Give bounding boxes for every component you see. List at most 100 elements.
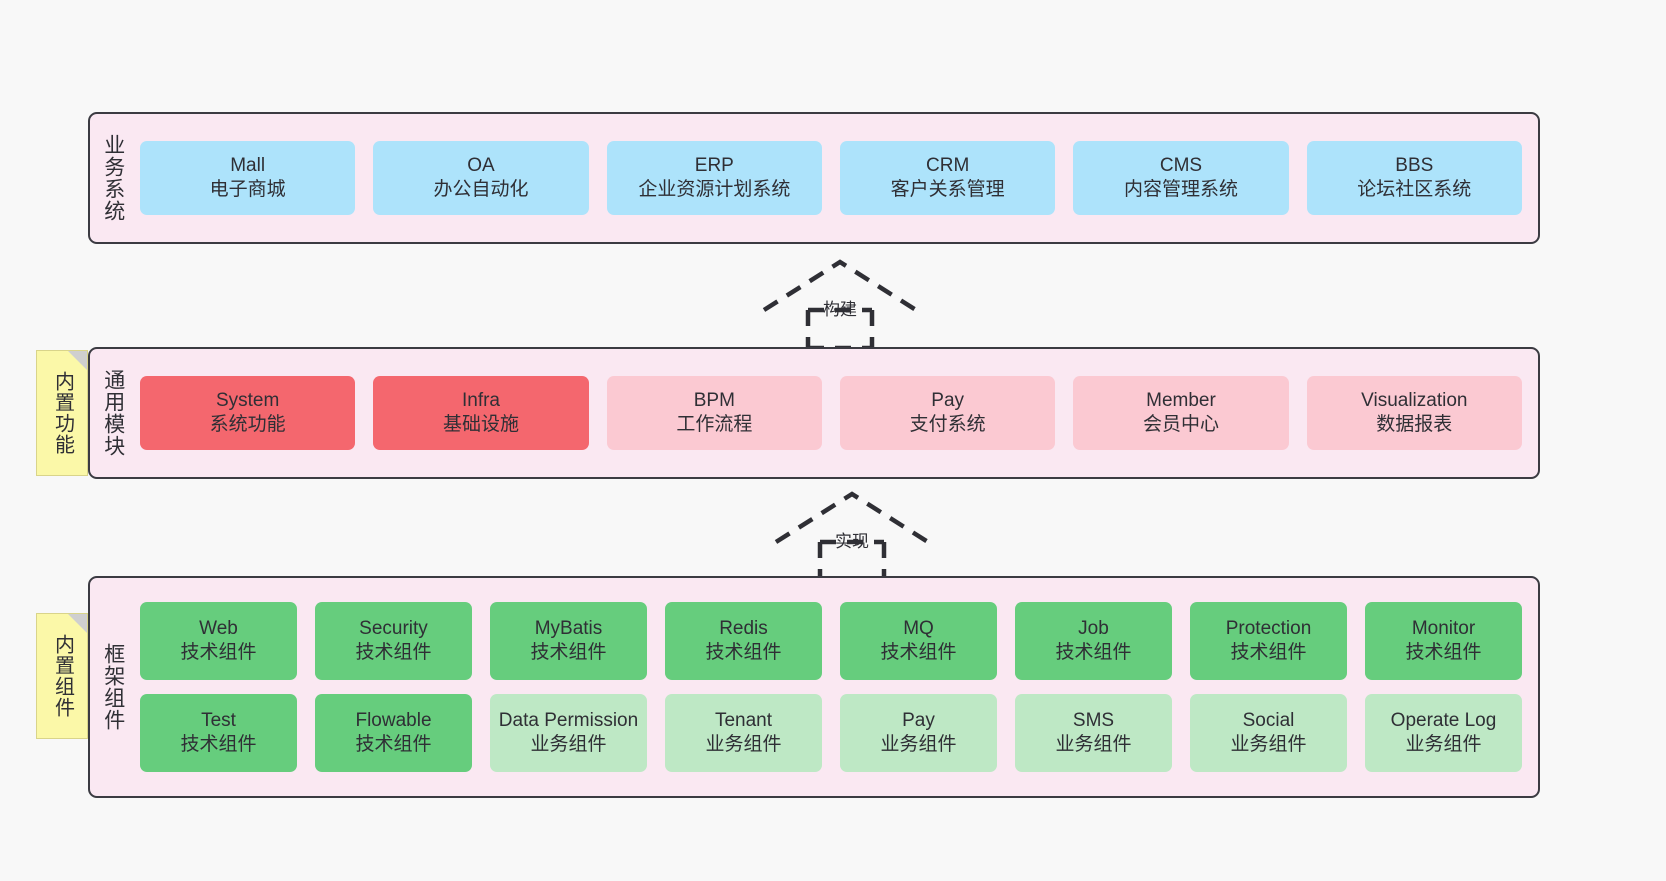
panel-framework-components-label: 框架组件 (101, 643, 125, 731)
node-pay-module-cn: 支付系统 (909, 414, 986, 435)
node-mall-cn: 电子商城 (209, 179, 286, 200)
arrow-implement: 实现 (772, 490, 932, 583)
node-oa-cn: 办公自动化 (433, 179, 529, 200)
framework-business-row: Test 技术组件 Flowable 技术组件 Data Permission … (140, 694, 1522, 772)
panel-business-systems-body: Mall 电子商城 OA 办公自动化 ERP 企业资源计划系统 CRM 客户关系… (136, 114, 1538, 242)
common-modules-row: System 系统功能 Infra 基础设施 BPM 工作流程 Pay 支付系统… (140, 376, 1522, 450)
node-erp[interactable]: ERP 企业资源计划系统 (606, 141, 822, 215)
node-mall-en: Mall (230, 154, 266, 176)
node-oa[interactable]: OA 办公自动化 (373, 141, 589, 215)
node-visualization-en: Visualization (1361, 389, 1468, 411)
node-protection-en: Protection (1225, 617, 1312, 639)
node-pay-module[interactable]: Pay 支付系统 (839, 376, 1056, 450)
node-redis[interactable]: Redis 技术组件 (665, 602, 822, 680)
node-member-cn: 会员中心 (1142, 414, 1219, 435)
panel-framework-components-body: Web 技术组件 Security 技术组件 MyBatis 技术组件 Redi… (136, 578, 1538, 796)
node-data-permission[interactable]: Data Permission 业务组件 (490, 694, 647, 772)
node-sms-en: SMS (1072, 709, 1115, 731)
node-pay-component[interactable]: Pay 业务组件 (840, 694, 997, 772)
node-monitor-cn: 技术组件 (1405, 642, 1482, 663)
node-bpm[interactable]: BPM 工作流程 (606, 376, 822, 450)
node-redis-cn: 技术组件 (705, 642, 782, 663)
arrow-implement-label: 实现 (835, 532, 869, 551)
node-pay-component-en: Pay (902, 709, 935, 731)
panel-common-modules-body: System 系统功能 Infra 基础设施 BPM 工作流程 Pay 支付系统… (136, 349, 1538, 477)
node-bpm-cn: 工作流程 (676, 414, 753, 435)
note-builtin-functions: 内置功能 (36, 350, 88, 476)
node-infra[interactable]: Infra 基础设施 (373, 376, 589, 450)
node-web[interactable]: Web 技术组件 (140, 602, 297, 680)
node-erp-en: ERP (694, 154, 734, 176)
node-crm[interactable]: CRM 客户关系管理 (839, 141, 1056, 215)
node-pay-module-en: Pay (931, 389, 965, 411)
node-tenant-cn: 业务组件 (705, 734, 782, 755)
node-social[interactable]: Social 业务组件 (1190, 694, 1347, 772)
node-infra-en: Infra (461, 389, 500, 411)
arrow-build-label: 构建 (823, 300, 857, 319)
node-tenant[interactable]: Tenant 业务组件 (665, 694, 822, 772)
node-cms[interactable]: CMS 内容管理系统 (1073, 141, 1289, 215)
node-mq[interactable]: MQ 技术组件 (840, 602, 997, 680)
node-social-en: Social (1242, 709, 1295, 731)
node-operate-log[interactable]: Operate Log 业务组件 (1365, 694, 1522, 772)
framework-tech-row: Web 技术组件 Security 技术组件 MyBatis 技术组件 Redi… (140, 602, 1522, 680)
node-sms-cn: 业务组件 (1055, 734, 1132, 755)
node-infra-cn: 基础设施 (442, 414, 519, 435)
node-crm-cn: 客户关系管理 (890, 179, 1005, 200)
panel-business-systems-label: 业务系统 (101, 134, 125, 222)
node-mybatis-cn: 技术组件 (530, 642, 607, 663)
node-monitor-en: Monitor (1411, 617, 1476, 639)
note-fold-icon (68, 351, 87, 370)
note-builtin-components: 内置组件 (36, 613, 88, 739)
node-mq-cn: 技术组件 (880, 642, 957, 663)
node-system-cn: 系统功能 (209, 414, 286, 435)
node-test[interactable]: Test 技术组件 (140, 694, 297, 772)
node-sms[interactable]: SMS 业务组件 (1015, 694, 1172, 772)
node-flowable-cn: 技术组件 (355, 734, 432, 755)
node-test-cn: 技术组件 (180, 734, 257, 755)
node-data-permission-en: Data Permission (498, 709, 639, 731)
node-job-en: Job (1078, 617, 1109, 639)
node-bpm-en: BPM (693, 389, 735, 411)
node-visualization[interactable]: Visualization 数据报表 (1306, 376, 1522, 450)
node-system[interactable]: System 系统功能 (140, 376, 356, 450)
node-mall[interactable]: Mall 电子商城 (140, 141, 356, 215)
node-social-cn: 业务组件 (1230, 734, 1307, 755)
panel-common-modules: 通用模块 System 系统功能 Infra 基础设施 BPM 工作流程 Pay… (88, 347, 1540, 479)
node-mybatis[interactable]: MyBatis 技术组件 (490, 602, 647, 680)
panel-framework-components: 框架组件 Web 技术组件 Security 技术组件 MyBatis 技术组件… (88, 576, 1540, 798)
node-mybatis-en: MyBatis (534, 617, 603, 639)
note-builtin-components-label: 内置组件 (51, 634, 74, 718)
node-erp-cn: 企业资源计划系统 (638, 179, 791, 200)
node-bbs-en: BBS (1395, 154, 1434, 176)
note-builtin-functions-label: 内置功能 (51, 371, 74, 455)
note-fold-icon (68, 614, 87, 633)
node-crm-en: CRM (926, 154, 970, 176)
node-test-en: Test (201, 709, 236, 731)
node-mq-en: MQ (903, 617, 934, 639)
node-protection[interactable]: Protection 技术组件 (1190, 602, 1347, 680)
node-member-en: Member (1146, 389, 1216, 411)
node-member[interactable]: Member 会员中心 (1073, 376, 1289, 450)
node-protection-cn: 技术组件 (1230, 642, 1307, 663)
node-system-en: System (215, 389, 280, 411)
node-bbs-cn: 论坛社区系统 (1357, 179, 1472, 200)
node-cms-cn: 内容管理系统 (1123, 179, 1238, 200)
node-security[interactable]: Security 技术组件 (315, 602, 472, 680)
node-tenant-en: Tenant (714, 709, 773, 731)
node-security-en: Security (359, 617, 428, 639)
node-pay-component-cn: 业务组件 (880, 734, 957, 755)
node-flowable-en: Flowable (355, 709, 432, 731)
panel-business-systems: 业务系统 Mall 电子商城 OA 办公自动化 ERP 企业资源计划系统 CRM… (88, 112, 1540, 244)
node-bbs[interactable]: BBS 论坛社区系统 (1306, 141, 1522, 215)
arrow-build: 构建 (760, 258, 920, 351)
node-web-en: Web (199, 617, 238, 639)
node-redis-en: Redis (719, 617, 768, 639)
node-monitor[interactable]: Monitor 技术组件 (1365, 602, 1522, 680)
node-operate-log-cn: 业务组件 (1405, 734, 1482, 755)
node-job[interactable]: Job 技术组件 (1015, 602, 1172, 680)
panel-common-modules-label: 通用模块 (101, 369, 125, 457)
node-oa-en: OA (467, 154, 495, 176)
node-flowable[interactable]: Flowable 技术组件 (315, 694, 472, 772)
